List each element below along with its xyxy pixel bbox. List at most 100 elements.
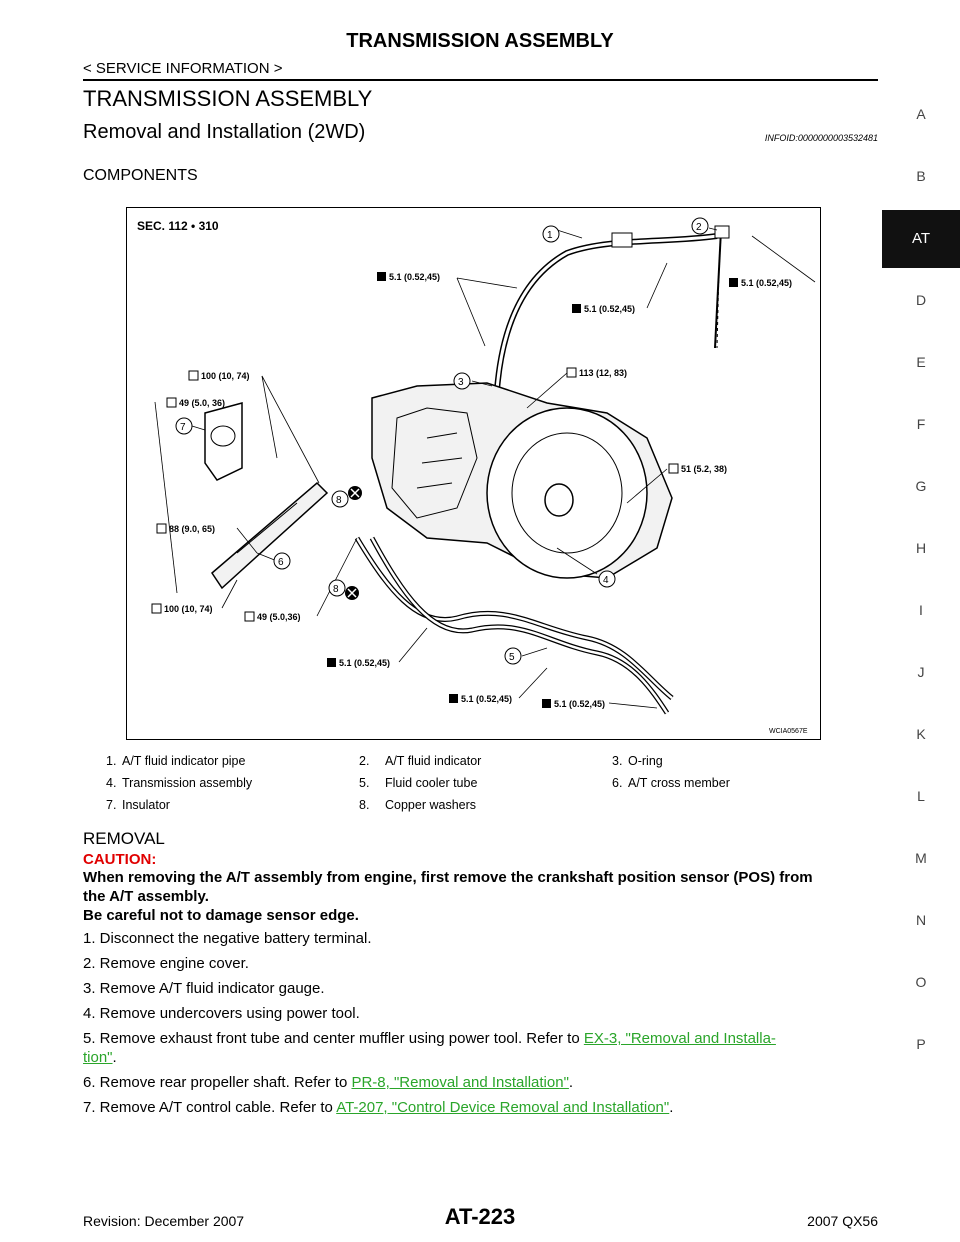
svg-text:3: 3 xyxy=(458,377,464,388)
callout-6: 6 xyxy=(273,552,291,570)
pipe-bracket xyxy=(611,232,633,248)
svg-text:7: 7 xyxy=(180,422,186,433)
svg-text:5.1 (0.52,45): 5.1 (0.52,45) xyxy=(461,694,512,704)
callout-2: 2 xyxy=(691,217,709,235)
legend-row: 7. Insulator 8. Copper washers xyxy=(100,798,800,820)
legend-label: A/T fluid indicator pipe xyxy=(122,754,246,768)
step-6: 6. Remove rear propeller shaft. Refer to… xyxy=(83,1074,883,1091)
legend-label: Fluid cooler tube xyxy=(385,776,478,790)
svg-text:49 (5.0, 36): 49 (5.0, 36) xyxy=(179,398,225,408)
step-6-text: 6. Remove rear propeller shaft. Refer to xyxy=(83,1074,352,1091)
svg-text:113 (12, 83): 113 (12, 83) xyxy=(579,368,627,378)
sidebar-item-e[interactable]: E xyxy=(916,354,926,370)
link-at-207[interactable]: AT-207, "Control Device Removal and Inst… xyxy=(336,1099,670,1116)
svg-text:49 (5.0,36): 49 (5.0,36) xyxy=(257,612,301,622)
legend-num: 3. xyxy=(612,754,623,768)
figure-id: WCIA0567E xyxy=(769,728,808,735)
components-legend: 1. A/T fluid indicator pipe 2. A/T fluid… xyxy=(100,754,800,820)
fluid-cooler-tube-fill xyxy=(355,537,673,699)
legend-label: A/T fluid indicator xyxy=(385,754,482,768)
step-5-text: 5. Remove exhaust front tube and center … xyxy=(83,1030,584,1047)
sidebar-item-at[interactable]: AT xyxy=(882,210,960,268)
info-id: INFOID:0000000003532481 xyxy=(764,133,878,143)
callout-1: 1 xyxy=(542,225,560,243)
legend-row: 4. Transmission assembly 5. Fluid cooler… xyxy=(100,776,800,798)
svg-text:51 (5.2, 38): 51 (5.2, 38) xyxy=(681,464,727,474)
breadcrumb: < SERVICE INFORMATION > xyxy=(83,60,283,77)
legend-num: 1. xyxy=(106,754,117,768)
svg-text:8: 8 xyxy=(336,495,342,506)
svg-text:5.1 (0.52,45): 5.1 (0.52,45) xyxy=(741,278,792,288)
components-heading: COMPONENTS xyxy=(83,167,198,184)
torque-label-8: 88 (9.0, 65) xyxy=(156,523,215,534)
torque-label-3: 5.1 (0.52,45) xyxy=(729,278,792,288)
removal-heading: REMOVAL xyxy=(83,829,165,848)
svg-text:5: 5 xyxy=(509,652,515,663)
section-number-label: SEC. 112 • 310 xyxy=(137,219,219,233)
torque-label-2: 5.1 (0.52,45) xyxy=(572,304,635,314)
torque-label-5: 49 (5.0, 36) xyxy=(166,397,225,408)
sidebar-item-n[interactable]: N xyxy=(915,912,927,928)
sidebar-item-f[interactable]: F xyxy=(916,416,926,432)
fluid-indicator-guide xyxy=(716,267,720,349)
footer-revision: Revision: December 2007 xyxy=(83,1213,245,1229)
svg-text:2: 2 xyxy=(696,222,702,233)
sidebar-item-i[interactable]: I xyxy=(919,602,923,618)
caution-text-line: the A/T assembly. xyxy=(83,888,209,905)
link-ex-3-continued[interactable]: tion" xyxy=(83,1049,113,1066)
sidebar-item-j[interactable]: J xyxy=(917,664,925,680)
footer-model: 2007 QX56 xyxy=(807,1213,878,1229)
svg-text:5.1 (0.52,45): 5.1 (0.52,45) xyxy=(584,304,635,314)
sidebar-item-g[interactable]: G xyxy=(915,478,927,494)
section-title: TRANSMISSION ASSEMBLY xyxy=(83,86,373,111)
footer-page-number: AT-223 xyxy=(444,1204,516,1229)
callout-4: 4 xyxy=(598,570,616,588)
sidebar-item-a[interactable]: A xyxy=(916,106,926,122)
fluid-cooler-tube-2-fill xyxy=(370,537,669,714)
converter-hub xyxy=(544,483,574,517)
step-4: 4. Remove undercovers using power tool. xyxy=(83,1005,360,1022)
svg-text:5.1 (0.52,45): 5.1 (0.52,45) xyxy=(554,699,605,709)
link-ex-3[interactable]: EX-3, "Removal and Installa- xyxy=(583,1030,776,1047)
step-2: 2. Remove engine cover. xyxy=(83,955,249,972)
sidebar-item-m[interactable]: M xyxy=(915,850,927,866)
sidebar-item-b[interactable]: B xyxy=(916,168,926,184)
step-5-end: . xyxy=(112,1049,117,1066)
callout-5: 5 xyxy=(504,647,522,665)
sidebar-item-l[interactable]: L xyxy=(917,788,925,804)
cross-member xyxy=(211,481,329,590)
sidebar-item-o[interactable]: O xyxy=(915,974,927,990)
caution-label: CAUTION: xyxy=(83,851,157,868)
torque-label-4: 100 (10, 74) xyxy=(188,370,250,381)
legend-label: Copper washers xyxy=(385,798,477,812)
components-diagram: SEC. 112 • 310 5.1 (0.52,45) 5.1 (0.52,4… xyxy=(126,207,821,740)
legend-row: 1. A/T fluid indicator pipe 2. A/T fluid… xyxy=(100,754,800,776)
legend-label: O-ring xyxy=(628,754,663,768)
legend-num: 6. xyxy=(612,776,623,790)
sidebar-item-p[interactable]: P xyxy=(916,1036,926,1052)
torque-label-12: 5.1 (0.52,45) xyxy=(449,694,512,704)
sidebar-item-k[interactable]: K xyxy=(916,726,926,742)
step-5-continued: tion". xyxy=(83,1049,883,1066)
fluid-indicator-cap xyxy=(714,225,730,239)
legend-label: Transmission assembly xyxy=(122,776,253,790)
torque-label-6: 113 (12, 83) xyxy=(566,367,627,378)
svg-text:5.1 (0.52,45): 5.1 (0.52,45) xyxy=(389,272,440,282)
insulator-boss xyxy=(210,425,236,447)
legend-num: 7. xyxy=(106,798,117,812)
sidebar-item-d[interactable]: D xyxy=(915,292,927,308)
legend-num: 2. xyxy=(359,754,370,768)
svg-text:88 (9.0, 65): 88 (9.0, 65) xyxy=(169,524,215,534)
link-pr-8[interactable]: PR-8, "Removal and Installation" xyxy=(351,1074,569,1091)
torque-converter-ring xyxy=(511,432,623,554)
torque-label-7: 51 (5.2, 38) xyxy=(668,463,727,474)
page-header-title: TRANSMISSION ASSEMBLY xyxy=(346,30,614,52)
sidebar-item-h[interactable]: H xyxy=(915,540,927,556)
valve-body-detail xyxy=(391,407,478,519)
fluid-indicator-stick xyxy=(714,229,722,349)
step-7-end: . xyxy=(669,1099,674,1116)
callout-8-upper: 8 xyxy=(331,486,362,508)
legend-num: 5. xyxy=(359,776,370,790)
step-5: 5. Remove exhaust front tube and center … xyxy=(83,1030,883,1047)
caution-text-line: When removing the A/T assembly from engi… xyxy=(83,869,813,886)
